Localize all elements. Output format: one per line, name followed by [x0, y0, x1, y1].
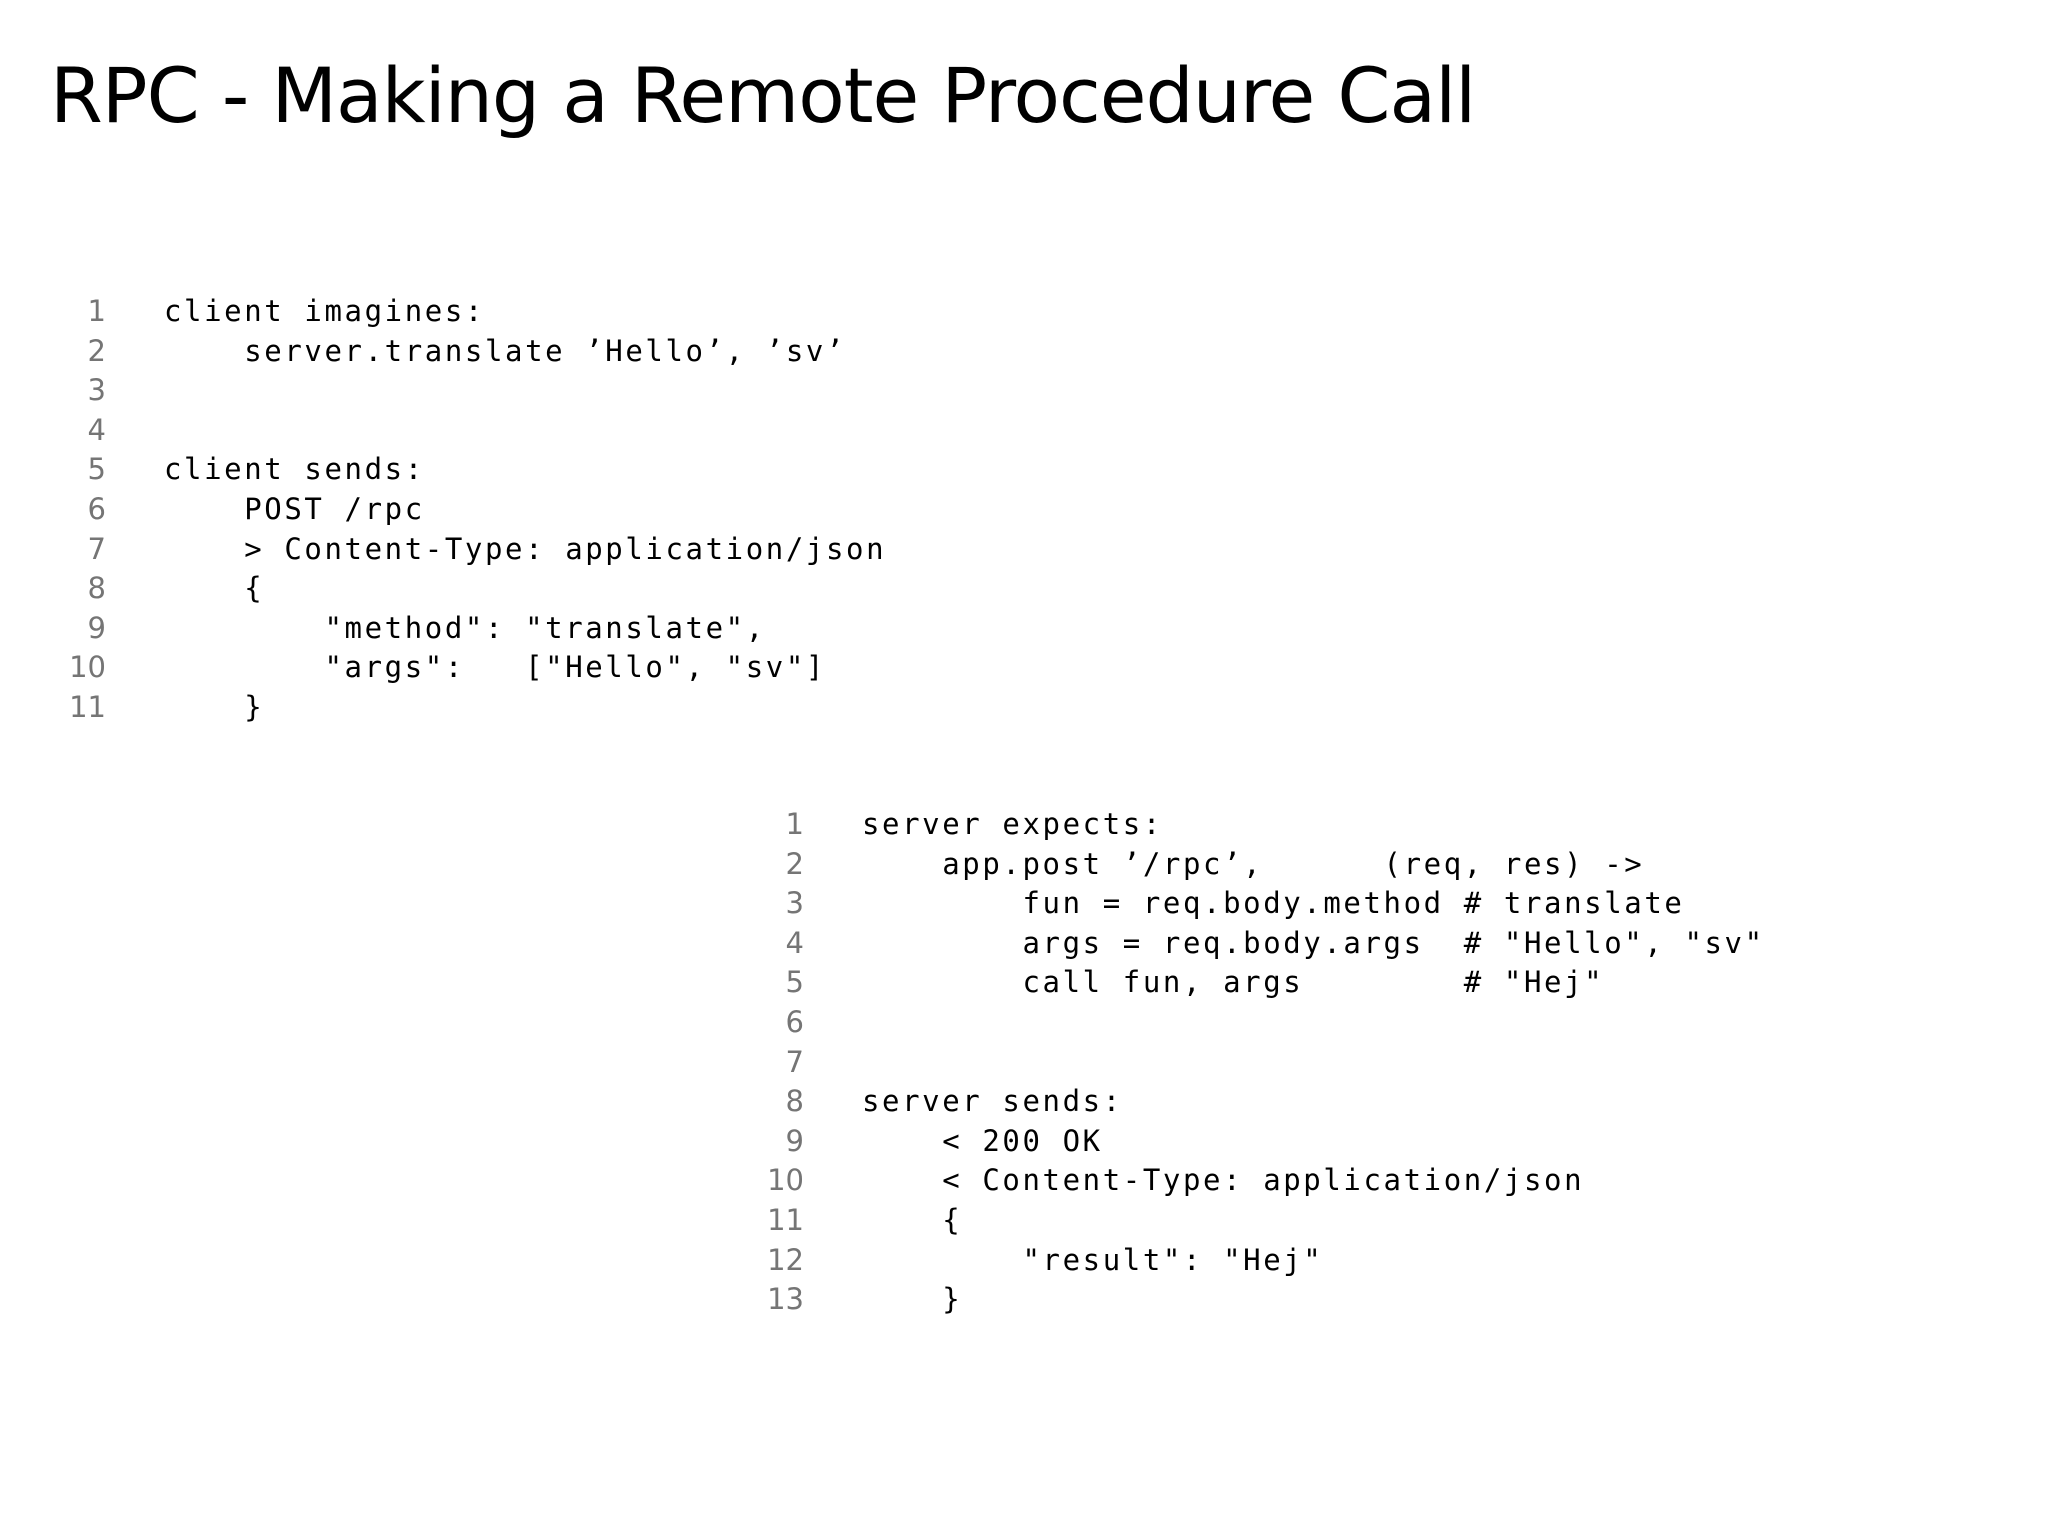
code-line: 3 — [62, 371, 886, 411]
code-text: "args": ["Hello", "sv"] — [164, 650, 826, 685]
line-number: 8 — [87, 571, 106, 606]
code-text: "method": "translate", — [164, 610, 766, 645]
code-line: 1 server expects: — [760, 805, 1765, 845]
code-text: < 200 OK — [862, 1123, 1103, 1158]
line-number: 2 — [785, 846, 804, 881]
code-text: } — [862, 1282, 963, 1317]
line-number: 13 — [767, 1282, 804, 1317]
code-text: app.post ’/rpc’, (req, res) -> — [862, 846, 1645, 881]
code-text: server sends: — [862, 1084, 1123, 1119]
code-text: client sends: — [164, 452, 425, 487]
code-text: { — [862, 1202, 963, 1237]
code-text: POST /rpc — [164, 491, 425, 526]
code-line: 1 client imagines: — [62, 292, 886, 332]
line-number: 3 — [785, 886, 804, 921]
code-text: client imagines: — [164, 294, 485, 328]
code-line: 10 "args": ["Hello", "sv"] — [62, 648, 886, 688]
line-number: 7 — [785, 1044, 804, 1079]
line-number: 1 — [785, 807, 804, 841]
line-number: 9 — [87, 610, 106, 645]
line-number: 2 — [87, 333, 106, 368]
line-number: 3 — [87, 373, 106, 408]
code-line: 7 — [760, 1043, 1765, 1083]
line-number: 1 — [87, 294, 106, 328]
server-code-listing: 1 server expects: 2 app.post ’/rpc’, (req… — [760, 805, 1765, 1320]
code-line: 2 app.post ’/rpc’, (req, res) -> — [760, 845, 1765, 885]
code-line: 11 { — [760, 1201, 1765, 1241]
code-line: 3 fun = req.body.method # translate — [760, 884, 1765, 924]
line-number: 12 — [767, 1242, 804, 1277]
code-line: 7 > Content-Type: application/json — [62, 530, 886, 570]
client-code-listing: 1 client imagines: 2 server.translate ’He… — [62, 292, 886, 728]
code-line: 6 POST /rpc — [62, 490, 886, 530]
code-line: 4 — [62, 411, 886, 451]
code-line: 9 "method": "translate", — [62, 609, 886, 649]
code-text: fun = req.body.method # translate — [862, 886, 1685, 921]
line-number: 11 — [767, 1202, 804, 1237]
code-text: > Content-Type: application/json — [164, 531, 887, 566]
code-text: } — [164, 689, 265, 724]
code-text: server expects: — [862, 807, 1163, 841]
line-number: 4 — [785, 925, 804, 960]
slide-title: RPC - Making a Remote Procedure Call — [50, 51, 1476, 140]
line-number: 5 — [87, 452, 106, 487]
code-line: 8 server sends: — [760, 1082, 1765, 1122]
code-line: 10 < Content-Type: application/json — [760, 1161, 1765, 1201]
line-number: 6 — [87, 491, 106, 526]
code-line: 5 client sends: — [62, 450, 886, 490]
code-text: < Content-Type: application/json — [862, 1163, 1585, 1198]
code-line: 12 "result": "Hej" — [760, 1241, 1765, 1281]
line-number: 11 — [69, 689, 106, 724]
code-line: 8 { — [62, 569, 886, 609]
line-number: 7 — [87, 531, 106, 566]
line-number: 5 — [785, 965, 804, 1000]
code-line: 2 server.translate ’Hello’, ’sv’ — [62, 332, 886, 372]
code-line: 6 — [760, 1003, 1765, 1043]
line-number: 9 — [785, 1123, 804, 1158]
code-text: "result": "Hej" — [862, 1242, 1324, 1277]
code-text: server.translate ’Hello’, ’sv’ — [164, 333, 847, 368]
code-text: { — [164, 571, 265, 606]
line-number: 10 — [767, 1163, 804, 1198]
line-number: 8 — [785, 1084, 804, 1119]
line-number: 6 — [785, 1004, 804, 1039]
line-number: 4 — [87, 412, 106, 447]
code-text: call fun, args # "Hej" — [862, 965, 1605, 1000]
code-line: 11 } — [62, 688, 886, 728]
line-number: 10 — [69, 650, 106, 685]
code-line: 5 call fun, args # "Hej" — [760, 963, 1765, 1003]
code-line: 9 < 200 OK — [760, 1122, 1765, 1162]
code-line: 13 } — [760, 1280, 1765, 1320]
code-text: args = req.body.args # "Hello", "sv" — [862, 925, 1765, 960]
code-line: 4 args = req.body.args # "Hello", "sv" — [760, 924, 1765, 964]
